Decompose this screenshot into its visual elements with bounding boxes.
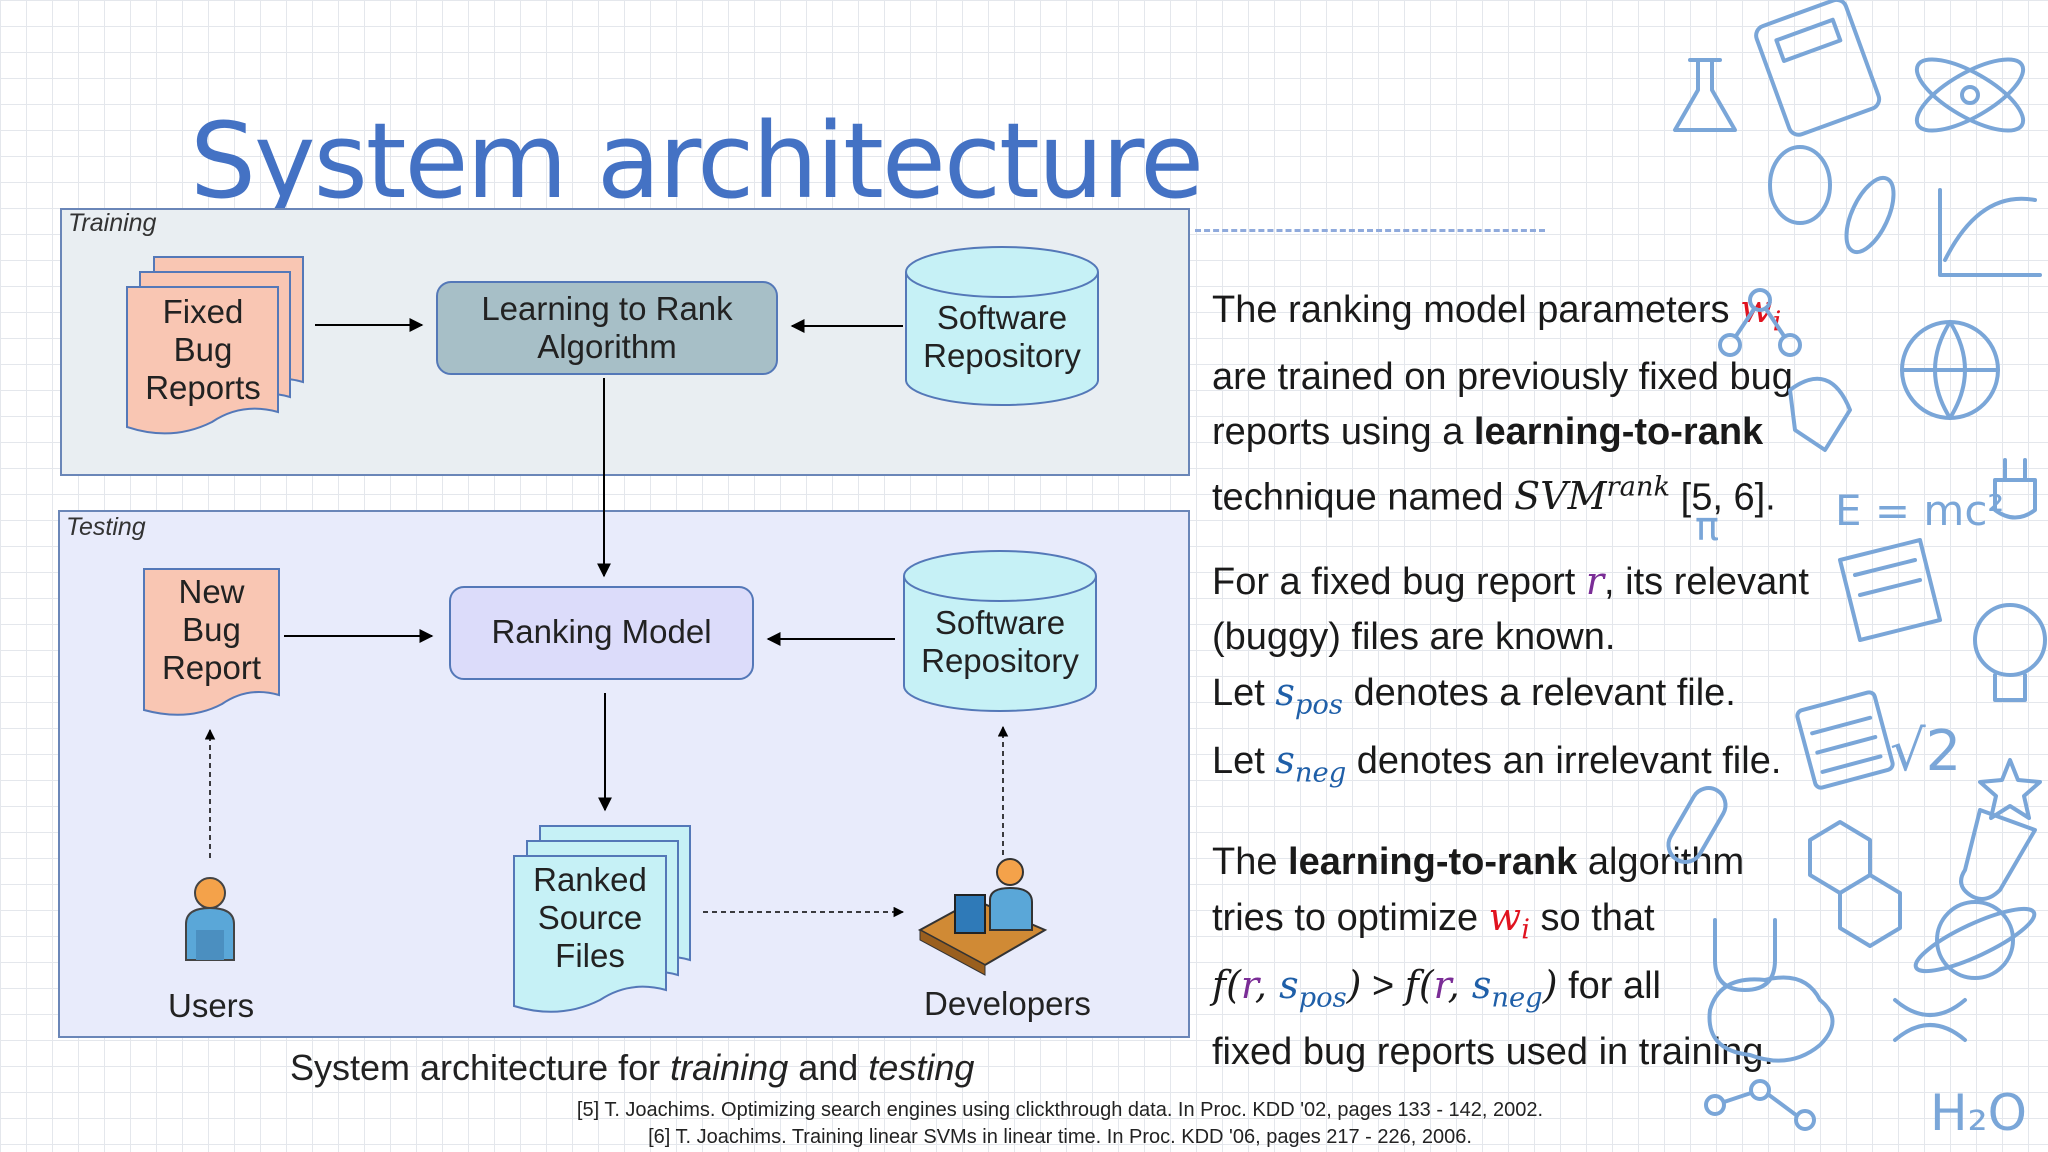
- sqrt2-doodle: √2: [1890, 719, 1961, 784]
- diagram-caption: System architecture for training and tes…: [290, 1047, 975, 1088]
- bacteria-icon: [1768, 145, 1896, 255]
- learning-to-rank-box: [436, 281, 778, 375]
- dna-icon: [1893, 998, 1967, 1042]
- software-repository-testing-cylinder: [903, 550, 1097, 712]
- globe-icon: [1900, 320, 2000, 420]
- molecule-icon: [1718, 288, 1802, 357]
- reference-6: [6] T. Joachims. Training linear SVMs in…: [648, 1126, 1472, 1148]
- paragraph-optimization: The learning-to-rank algorithm tries to …: [1212, 841, 1774, 1074]
- rocket-icon: [1788, 376, 1852, 452]
- capsule-icon: [1666, 786, 1728, 864]
- new-bug-report-label: New Bug Report: [161, 573, 262, 686]
- planet-icon: [1913, 900, 2037, 980]
- test-tube-icon: [1959, 808, 2037, 901]
- science-doodles: E = mc² √2 H₂O π: [1666, 0, 2047, 1142]
- references: [5] T. Joachims. Optimizing search engin…: [560, 1097, 1560, 1151]
- ranking-model-box: [449, 586, 754, 680]
- network-icon: [1704, 1079, 1816, 1131]
- software-repository-training-cylinder: [905, 246, 1099, 406]
- calculator-icon: [1754, 0, 1882, 137]
- architecture-diagram: [126, 246, 1099, 1013]
- users-icon: [185, 877, 235, 961]
- fixed-bug-reports-document: [126, 256, 304, 435]
- book-icon: [1838, 538, 1942, 642]
- h2o-doodle: H₂O: [1930, 1084, 2027, 1142]
- brain-icon: [1707, 975, 1835, 1063]
- page-title: System architecture: [190, 100, 1204, 222]
- fixed-bug-reports-label: Fixed Bug Reports: [145, 293, 261, 406]
- reference-5: [5] T. Joachims. Optimizing search engin…: [576, 1099, 1544, 1121]
- ranked-source-files-document: [513, 825, 691, 1013]
- ranked-source-files-label: Ranked Source Files: [533, 861, 647, 974]
- hexagon-molecule-icon: [1808, 820, 1902, 948]
- magnet-icon: [1713, 918, 1777, 992]
- training-panel-label: Training: [68, 209, 157, 237]
- plug-icon: [1993, 458, 2037, 520]
- software-repository-testing-label: Software Repository: [921, 604, 1079, 679]
- users-label: Users: [168, 987, 255, 1024]
- learning-to-rank-label: Learning to Rank Algorithm: [481, 290, 733, 365]
- abacus-icon: [1795, 690, 1895, 790]
- new-bug-report-document: [143, 568, 280, 716]
- software-repository-training-label: Software Repository: [923, 299, 1081, 374]
- atom-icon: [1914, 57, 2026, 133]
- developers-label: Developers: [924, 985, 1091, 1022]
- star-icon: [1978, 758, 2042, 820]
- testing-panel-label: Testing: [66, 513, 146, 541]
- developers-icon: [917, 858, 1048, 976]
- paragraph-training: The ranking model parameters wi are trai…: [1212, 287, 1793, 519]
- emc2-doodle: E = mc²: [1835, 486, 2004, 535]
- lightbulb-icon: [1973, 603, 2047, 702]
- ranking-model-label: Ranking Model: [491, 613, 712, 650]
- flask-icon: [1673, 58, 1737, 132]
- pi-doodle: π: [1695, 504, 1719, 550]
- graph-icon: [1938, 188, 2042, 277]
- paragraph-relevance: For a fixed bug report r, its relevant (…: [1212, 559, 1809, 789]
- title-divider: [1195, 229, 1545, 232]
